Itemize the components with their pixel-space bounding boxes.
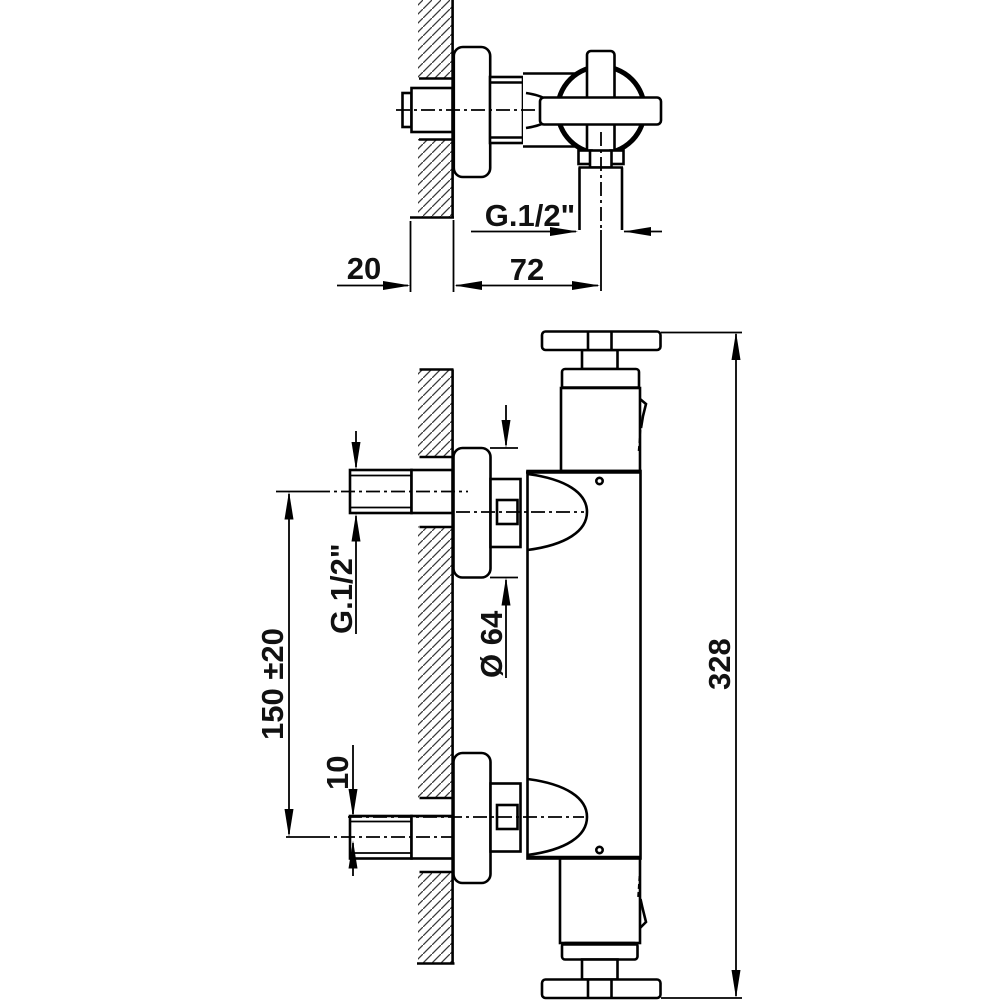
upper-inlet-dome: [527, 472, 589, 552]
wall-section-front-view: [416, 368, 455, 965]
dim-inlet-spacing-label: 150 ±20: [255, 628, 290, 740]
front-view: G.1/2" 150 ±20 10 Ø 64: [255, 330, 742, 1000]
top-view: G.1/2" 20 72: [337, 0, 663, 292]
dim-top-thread: G.1/2": [471, 198, 662, 236]
temperature-limit-tab: [639, 398, 648, 429]
arrowhead: [731, 970, 741, 998]
temperature-limit-tab-hidden-line: [637, 429, 642, 453]
upper-cartridge-housing: [559, 386, 642, 473]
dim-eccentric-offset-label: 10: [320, 756, 355, 790]
dim-top-thread-label: G.1/2": [485, 198, 576, 233]
dim-escutcheon-diameter: Ø 64: [474, 405, 518, 678]
dim-eccentric-offset: 10: [320, 745, 358, 876]
arrowhead: [454, 281, 482, 290]
flow-handle-assembly: [540, 857, 662, 1000]
cross-handle-top-view: [538, 49, 663, 158]
arrowhead: [501, 420, 511, 448]
arrowhead: [572, 281, 600, 290]
lower-screw-hole: [594, 845, 604, 855]
arrowhead: [284, 809, 294, 837]
dim-wall-thickness: 20: [337, 251, 411, 290]
upper-screw-hole: [594, 476, 604, 486]
body-outline: [526, 469, 642, 860]
dim-inlet-spacing: 150 ±20: [255, 491, 294, 837]
dim-escutcheon-diameter-label: Ø 64: [474, 610, 509, 678]
dim-total-height-label: 328: [702, 638, 737, 690]
arrowhead: [284, 491, 294, 520]
wall-flange: [452, 45, 492, 179]
flow-limit-tab: [639, 898, 648, 929]
centerlines-front-view: [276, 490, 584, 838]
arrowhead: [550, 227, 578, 236]
handle-stem: [580, 348, 619, 371]
handle-stem: [580, 958, 619, 981]
arrowhead: [351, 442, 361, 470]
arrowhead: [731, 332, 741, 360]
lower-wall-flange: [452, 751, 492, 885]
dim-wall-to-outlet: 72: [454, 252, 600, 290]
cross-handle-bar: [540, 330, 662, 352]
dim-front-thread-label: G.1/2": [324, 543, 359, 634]
temperature-handle-assembly: [540, 330, 662, 473]
lower-inlet-dome: [527, 777, 589, 857]
lower-cartridge-housing: [558, 857, 642, 945]
dim-front-thread: G.1/2": [324, 431, 361, 634]
arrowhead: [383, 281, 411, 290]
dim-wall-to-outlet-label: 72: [510, 252, 544, 287]
handle-cap: [560, 367, 641, 391]
arrowhead: [623, 227, 651, 236]
arrowhead: [348, 789, 358, 817]
mixer-main-body: [526, 469, 642, 860]
dim-total-height: 328: [661, 331, 742, 999]
flow-limit-tab-hidden-line: [637, 875, 641, 899]
cross-handle-bar: [540, 978, 662, 1000]
cross-handle-horizontal-arm: [538, 96, 663, 126]
dim-wall-thickness-label: 20: [347, 251, 381, 286]
upper-union-nut: [489, 477, 522, 549]
